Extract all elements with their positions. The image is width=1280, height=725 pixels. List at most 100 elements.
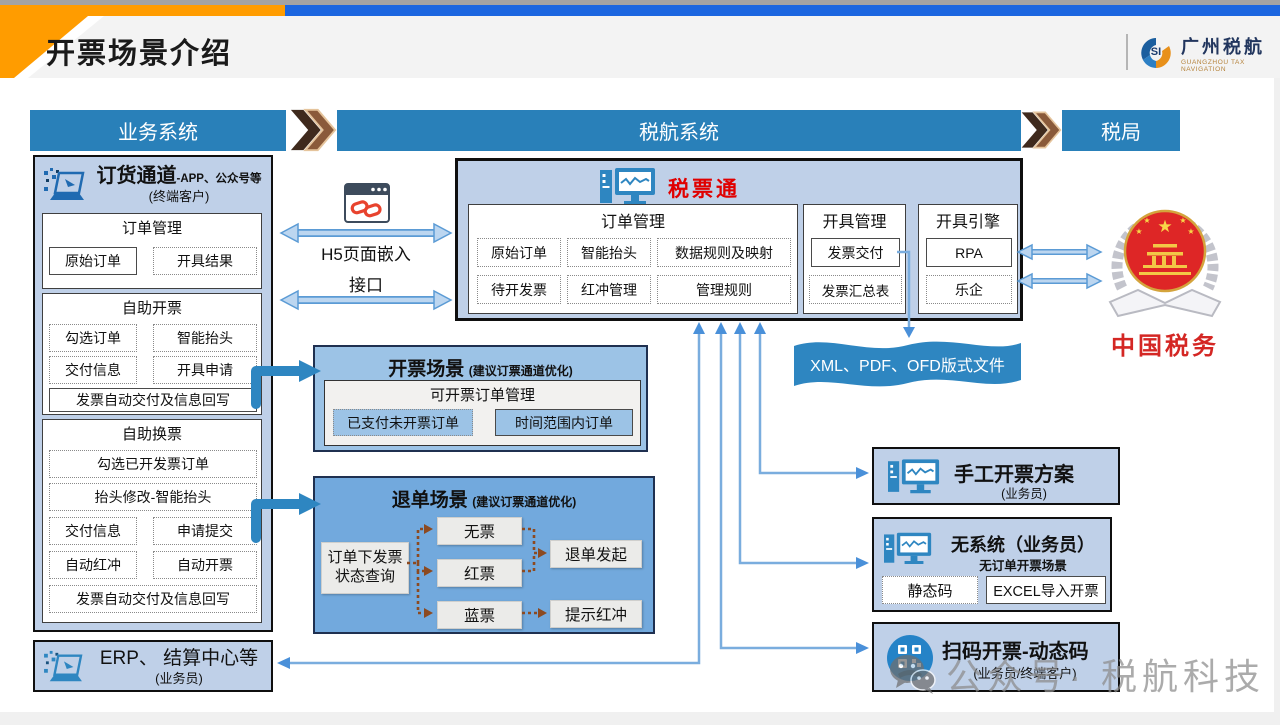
files-banner-label: XML、PDF、OFD版式文件 xyxy=(810,358,1005,375)
logo-divider xyxy=(1126,34,1128,70)
diagram-node: 智能抬头 xyxy=(153,324,257,352)
refund-scene-title-text: 退单场景 xyxy=(391,490,468,511)
lane-bureau-label: 税局 xyxy=(1101,122,1141,144)
refund-scene-note: (建议订票通道优化) xyxy=(472,495,577,509)
svg-text:★: ★ xyxy=(1157,217,1172,236)
rpa-bureau-arrow xyxy=(1016,243,1103,261)
logo-name: 广州税航 xyxy=(1181,37,1265,57)
diagram-node: EXCEL导入开票 xyxy=(986,576,1106,604)
qr-subtitle: (业务员/终端客户) xyxy=(973,666,1077,681)
diagram-node: 静态码 xyxy=(882,576,978,604)
right-strip xyxy=(1274,78,1280,725)
tt-issue-engine-group: 开具引擎 RPA 乐企 xyxy=(918,204,1018,314)
invoicing-scene-title: 开票场景 (建议订票通道优化) xyxy=(315,354,646,381)
title-band xyxy=(0,16,1280,78)
tax-ticket-title: 税票通 xyxy=(668,178,740,201)
diagram-node: 智能抬头 xyxy=(567,238,651,267)
status-node: 蓝票 xyxy=(437,601,522,629)
lane-vendor: 税航系统 xyxy=(337,110,1021,151)
diagram-node: 交付信息 xyxy=(49,517,137,545)
order-channel-panel: 订货通道-APP、公众号等 (终端客户) 订单管理 原始订单 开具结果 自助开票… xyxy=(33,155,273,632)
diagram-node: 勾选订单 xyxy=(49,324,137,352)
diagram-node: 数据规则及映射 xyxy=(657,238,791,267)
erp-title: ERP、 结算中心等 (业务员) xyxy=(87,648,271,686)
diagram-node: 勾选已开发票订单 xyxy=(49,450,257,478)
lane-business: 业务系统 xyxy=(30,110,286,151)
page-title: 开票场景介绍 xyxy=(46,38,233,70)
top-orange-bar xyxy=(0,5,285,16)
bottom-strip xyxy=(0,712,1280,725)
diagram-node: 原始订单 xyxy=(49,247,137,275)
leqi-bureau-arrow xyxy=(1016,272,1103,290)
tt-order-mgmt-title: 订单管理 xyxy=(600,214,665,231)
diagram-node: 自动红冲 xyxy=(49,551,137,579)
tt-issue-mgmt-title: 开具管理 xyxy=(822,214,887,231)
browser-link-icon xyxy=(344,183,390,223)
diagram-node: 自动开票 xyxy=(153,551,257,579)
invoiceable-orders-title: 可开票订单管理 xyxy=(429,387,535,404)
wechat-icon xyxy=(888,653,936,695)
files-banner: XML、PDF、OFD版式文件 xyxy=(790,332,1025,394)
chevron-icon xyxy=(289,107,337,153)
status-node: 无票 xyxy=(437,517,522,545)
self-reissue-title: 自助换票 xyxy=(121,426,182,443)
diagram-node: 交付信息 xyxy=(49,356,137,384)
order-channel-title: 订货通道-APP、公众号等 (终端客户) xyxy=(87,165,271,205)
monitor-icon xyxy=(600,167,656,207)
watermark: 公众号· 税航科技 xyxy=(888,648,1265,700)
no-system-box: 无系统（业务员） 无订单开票场景 静态码 EXCEL导入开票 xyxy=(872,517,1112,612)
manual-subtitle: (业务员) xyxy=(1001,487,1047,501)
erp-title-text: ERP、 结算中心等 xyxy=(99,648,259,669)
diagram-node: 开具结果 xyxy=(153,247,257,275)
lane-bureau: 税局 xyxy=(1062,110,1180,151)
erp-box: ERP、 结算中心等 (业务员) xyxy=(33,640,273,692)
action-node: 提示红冲 xyxy=(550,600,642,628)
top-gray-strip xyxy=(0,0,1280,5)
self-reissue-group: 自助换票 勾选已开发票订单 抬头修改-智能抬头 交付信息 申请提交 自动红冲 自… xyxy=(42,419,262,623)
top-blue-bar xyxy=(285,5,1280,16)
tax-ticket-panel: 税票通 订单管理 原始订单 智能抬头 数据规则及映射 待开发票 红冲管理 管理规… xyxy=(455,158,1023,321)
no-system-title: 无系统（业务员） xyxy=(951,535,1095,555)
invoicing-scene-box: 开票场景 (建议订票通道优化) 可开票订单管理 已支付未开票订单 时间范围内订单 xyxy=(313,345,648,452)
lane-business-label: 业务系统 xyxy=(118,122,198,144)
order-channel-subtitle: (终端客户) xyxy=(148,189,210,204)
diagram-node: 抬头修改-智能抬头 xyxy=(49,483,257,511)
api-link-label: 接口 xyxy=(349,275,383,295)
refund-scene-box: 退单场景 (建议订票通道优化) 订单下发票 状态查询 无票 红票 蓝票 退单发起… xyxy=(313,476,655,634)
diagram-node: 开具申请 xyxy=(153,356,257,384)
monitor-icon xyxy=(888,458,940,496)
lane-vendor-label: 税航系统 xyxy=(639,122,719,144)
tt-order-mgmt-group: 订单管理 原始订单 智能抬头 数据规则及映射 待开发票 红冲管理 管理规则 xyxy=(468,204,798,314)
order-mgmt-title: 订单管理 xyxy=(121,220,182,237)
erp-subtitle: (业务员) xyxy=(155,670,203,686)
diagram-node: 红冲管理 xyxy=(567,275,651,304)
h5-link-label: H5页面嵌入 xyxy=(321,244,411,264)
logo-mark-icon: SI xyxy=(1138,35,1174,71)
invoicing-scene-title-text: 开票场景 xyxy=(388,359,465,380)
svg-text:SI: SI xyxy=(1151,46,1161,58)
order-mgmt-group: 订单管理 原始订单 开具结果 xyxy=(42,213,262,289)
diagram-node: 乐企 xyxy=(926,275,1012,304)
svg-text:★: ★ xyxy=(1187,227,1194,236)
company-logo: SI 广州税航 GUANGZHOU TAX NAVIGATION xyxy=(1138,33,1280,73)
diagram-node: 原始订单 xyxy=(477,238,561,267)
diagram-node: 发票自动交付及信息回写 xyxy=(49,585,257,613)
diagram-node: 管理规则 xyxy=(657,275,791,304)
svg-text:★: ★ xyxy=(1143,216,1150,225)
invoicing-scene-note: (建议订票通道优化) xyxy=(468,364,573,378)
diagram-node: 待开发票 xyxy=(477,275,561,304)
manual-title: 手工开票方案 xyxy=(954,464,1074,486)
invoice-status-query-node: 订单下发票 状态查询 xyxy=(321,542,409,594)
manual-invoicing-box: 手工开票方案 (业务员) xyxy=(872,447,1120,505)
refund-scene-title: 退单场景 (建议订票通道优化) xyxy=(315,485,653,512)
invoiceable-orders-group: 可开票订单管理 已支付未开票订单 时间范围内订单 xyxy=(324,380,641,446)
watermark-text: 公众号· 税航科技 xyxy=(946,656,1265,697)
diagram-node: 发票交付 xyxy=(811,238,900,267)
chevron-icon xyxy=(1020,107,1062,153)
diagram-node: 已支付未开票订单 xyxy=(333,409,473,436)
tt-issue-engine-title: 开具引擎 xyxy=(935,214,1000,231)
query-line2: 状态查询 xyxy=(334,568,395,585)
order-channel-title-text: 订货通道 xyxy=(96,165,177,187)
svg-text:★: ★ xyxy=(1179,216,1186,225)
